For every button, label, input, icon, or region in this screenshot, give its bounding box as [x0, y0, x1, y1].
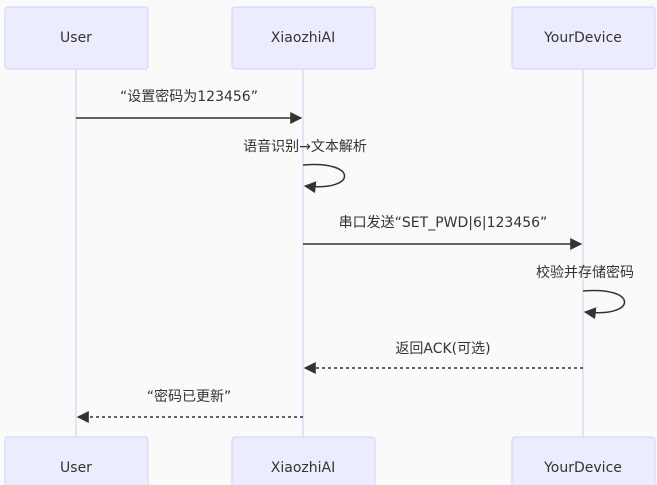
message-verify-store: 校验并存储密码 — [536, 264, 634, 320]
actor-user-top: User — [4, 6, 149, 70]
actor-xiaozhiai-bottom: XiaozhiAI — [231, 436, 376, 485]
message-label: “设置密码为123456” — [120, 88, 258, 105]
actor-yourdevice-bottom: YourDevice — [511, 436, 656, 485]
message-speech-recognition: 语音识别→文本解析 — [243, 138, 367, 194]
message-return-ack: 返回ACK(可选) — [303, 341, 583, 374]
message-label: 返回ACK(可选) — [395, 341, 490, 357]
self-loop-arrow — [302, 163, 346, 194]
actor-label: XiaozhiAI — [271, 30, 335, 46]
message-serial-send: 串口发送“SET_PWD|6|123456” — [303, 215, 583, 250]
actor-label: User — [60, 460, 92, 476]
actor-xiaozhiai-top: XiaozhiAI — [231, 6, 376, 70]
actor-label: XiaozhiAI — [271, 460, 335, 476]
actor-label: YourDevice — [543, 460, 622, 476]
actor-user-bottom: User — [4, 436, 149, 485]
message-label: “密码已更新” — [147, 388, 232, 405]
actor-yourdevice-top: YourDevice — [511, 6, 656, 70]
message-password-updated: “密码已更新” — [76, 388, 303, 423]
self-loop-arrow — [582, 289, 626, 320]
message-label: 串口发送“SET_PWD|6|123456” — [339, 215, 548, 231]
message-set-password: “设置密码为123456” — [76, 88, 303, 124]
message-label: 校验并存储密码 — [536, 264, 634, 281]
actor-label: User — [60, 30, 92, 46]
message-label: 语音识别→文本解析 — [243, 138, 367, 155]
actor-label: YourDevice — [543, 30, 622, 46]
